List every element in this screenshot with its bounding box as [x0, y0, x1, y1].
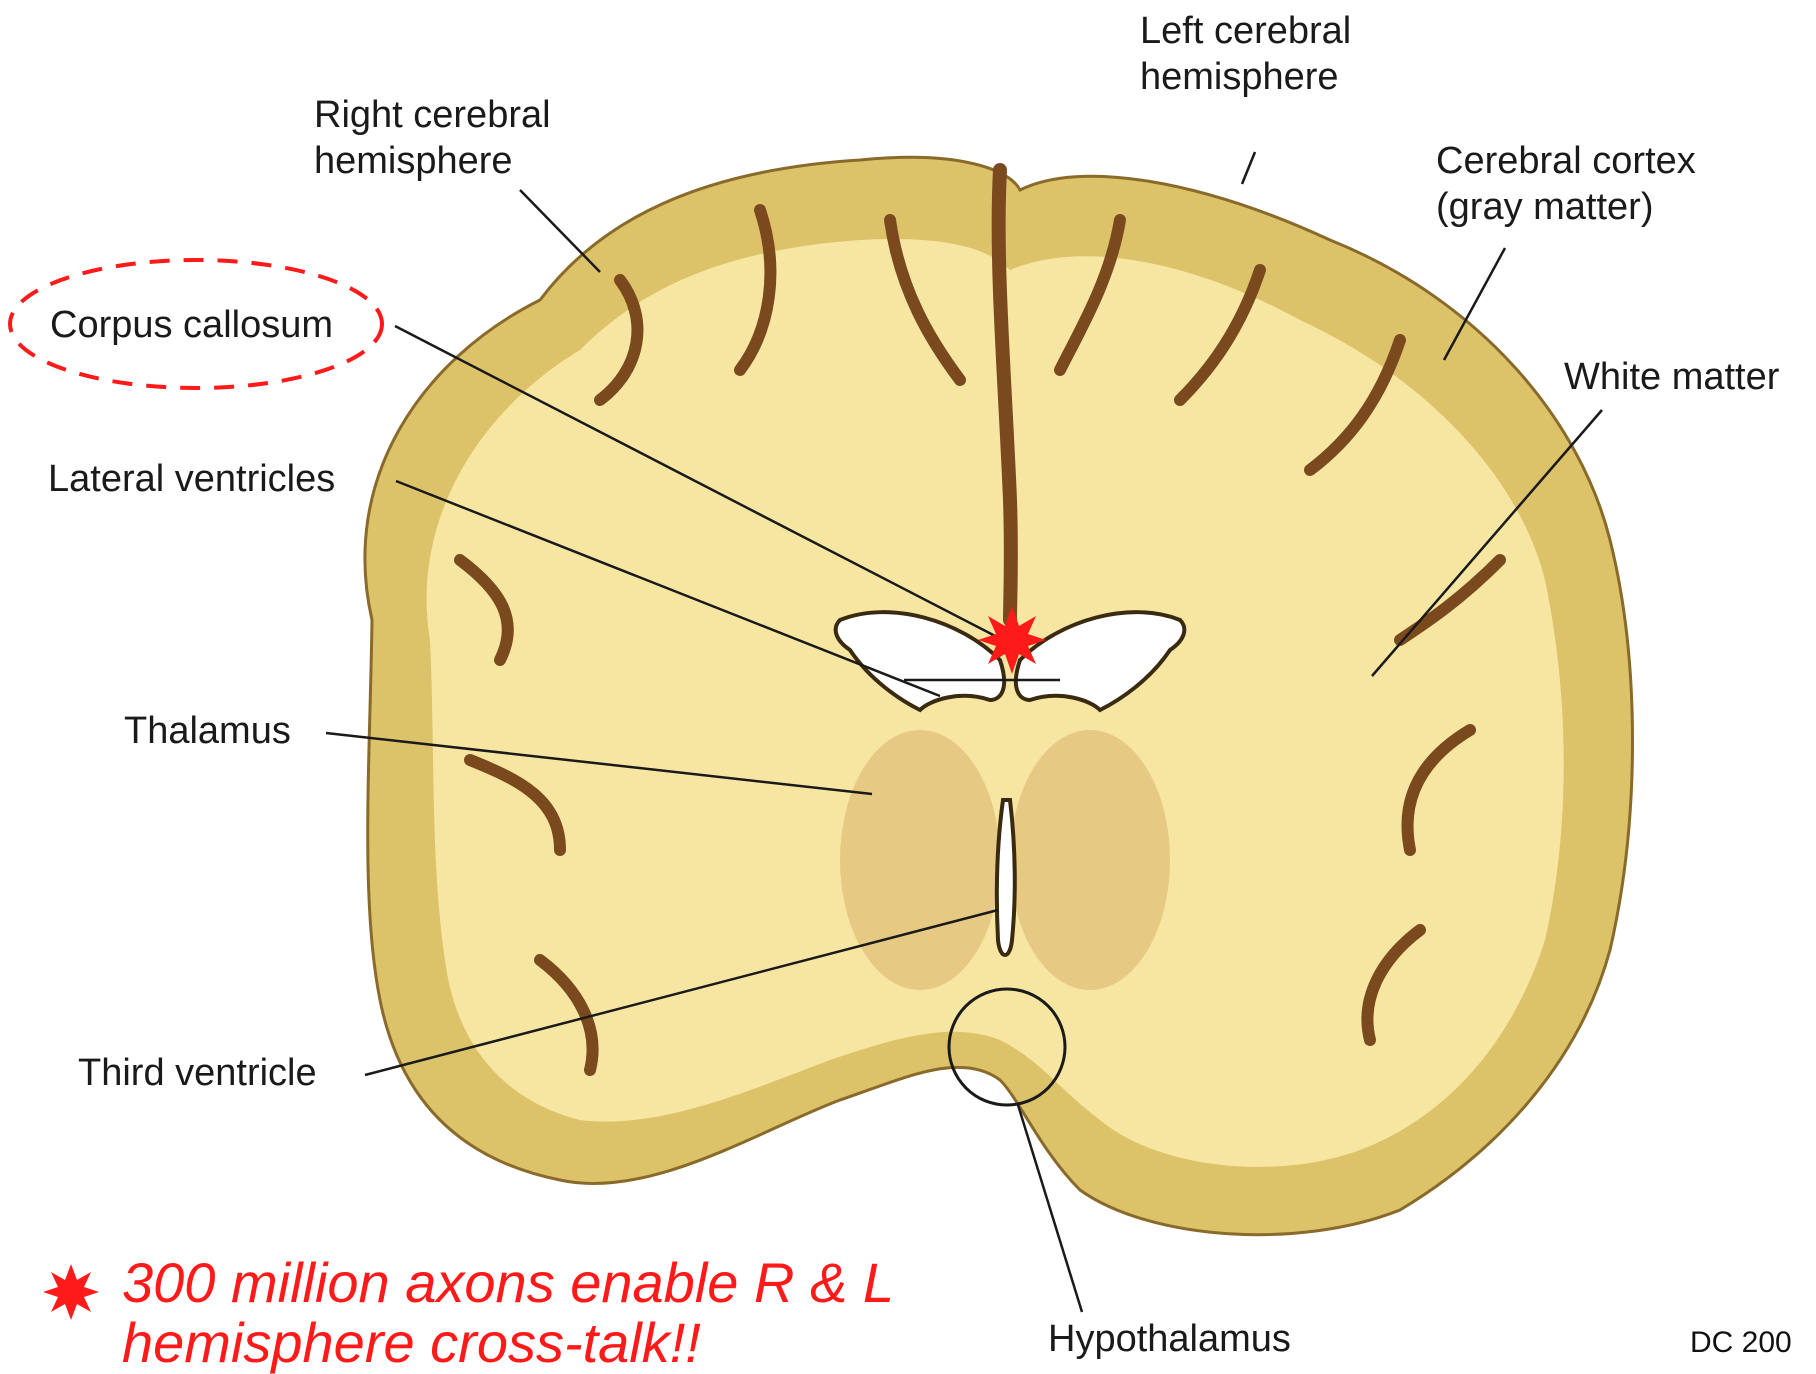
label-lateral-ventricles: Lateral ventricles — [48, 456, 335, 502]
red-burst-icon — [978, 606, 1046, 674]
cross-talk-note: 300 million axons enable R & L hemispher… — [122, 1253, 894, 1373]
note-burst-icon — [28, 1262, 114, 1322]
label-right-cerebral-hemisphere: Right cerebral hemisphere — [314, 92, 551, 184]
thalamus-region-left — [840, 730, 1000, 990]
third-ventricle — [997, 800, 1015, 955]
white-matter-region — [427, 239, 1564, 1167]
label-cerebral-cortex: Cerebral cortex (gray matter) — [1436, 138, 1696, 230]
label-corpus-callosum: Corpus callosum — [50, 302, 333, 348]
label-hypothalamus: Hypothalamus — [1048, 1316, 1291, 1362]
label-white-matter: White matter — [1564, 354, 1779, 400]
label-left-cerebral-hemisphere: Left cerebral hemisphere — [1140, 8, 1351, 100]
footer-credit: DC 200 — [1690, 1326, 1792, 1360]
thalamus-region-right — [1010, 730, 1170, 990]
label-third-ventricle: Third ventricle — [78, 1050, 317, 1096]
label-thalamus: Thalamus — [124, 708, 291, 754]
